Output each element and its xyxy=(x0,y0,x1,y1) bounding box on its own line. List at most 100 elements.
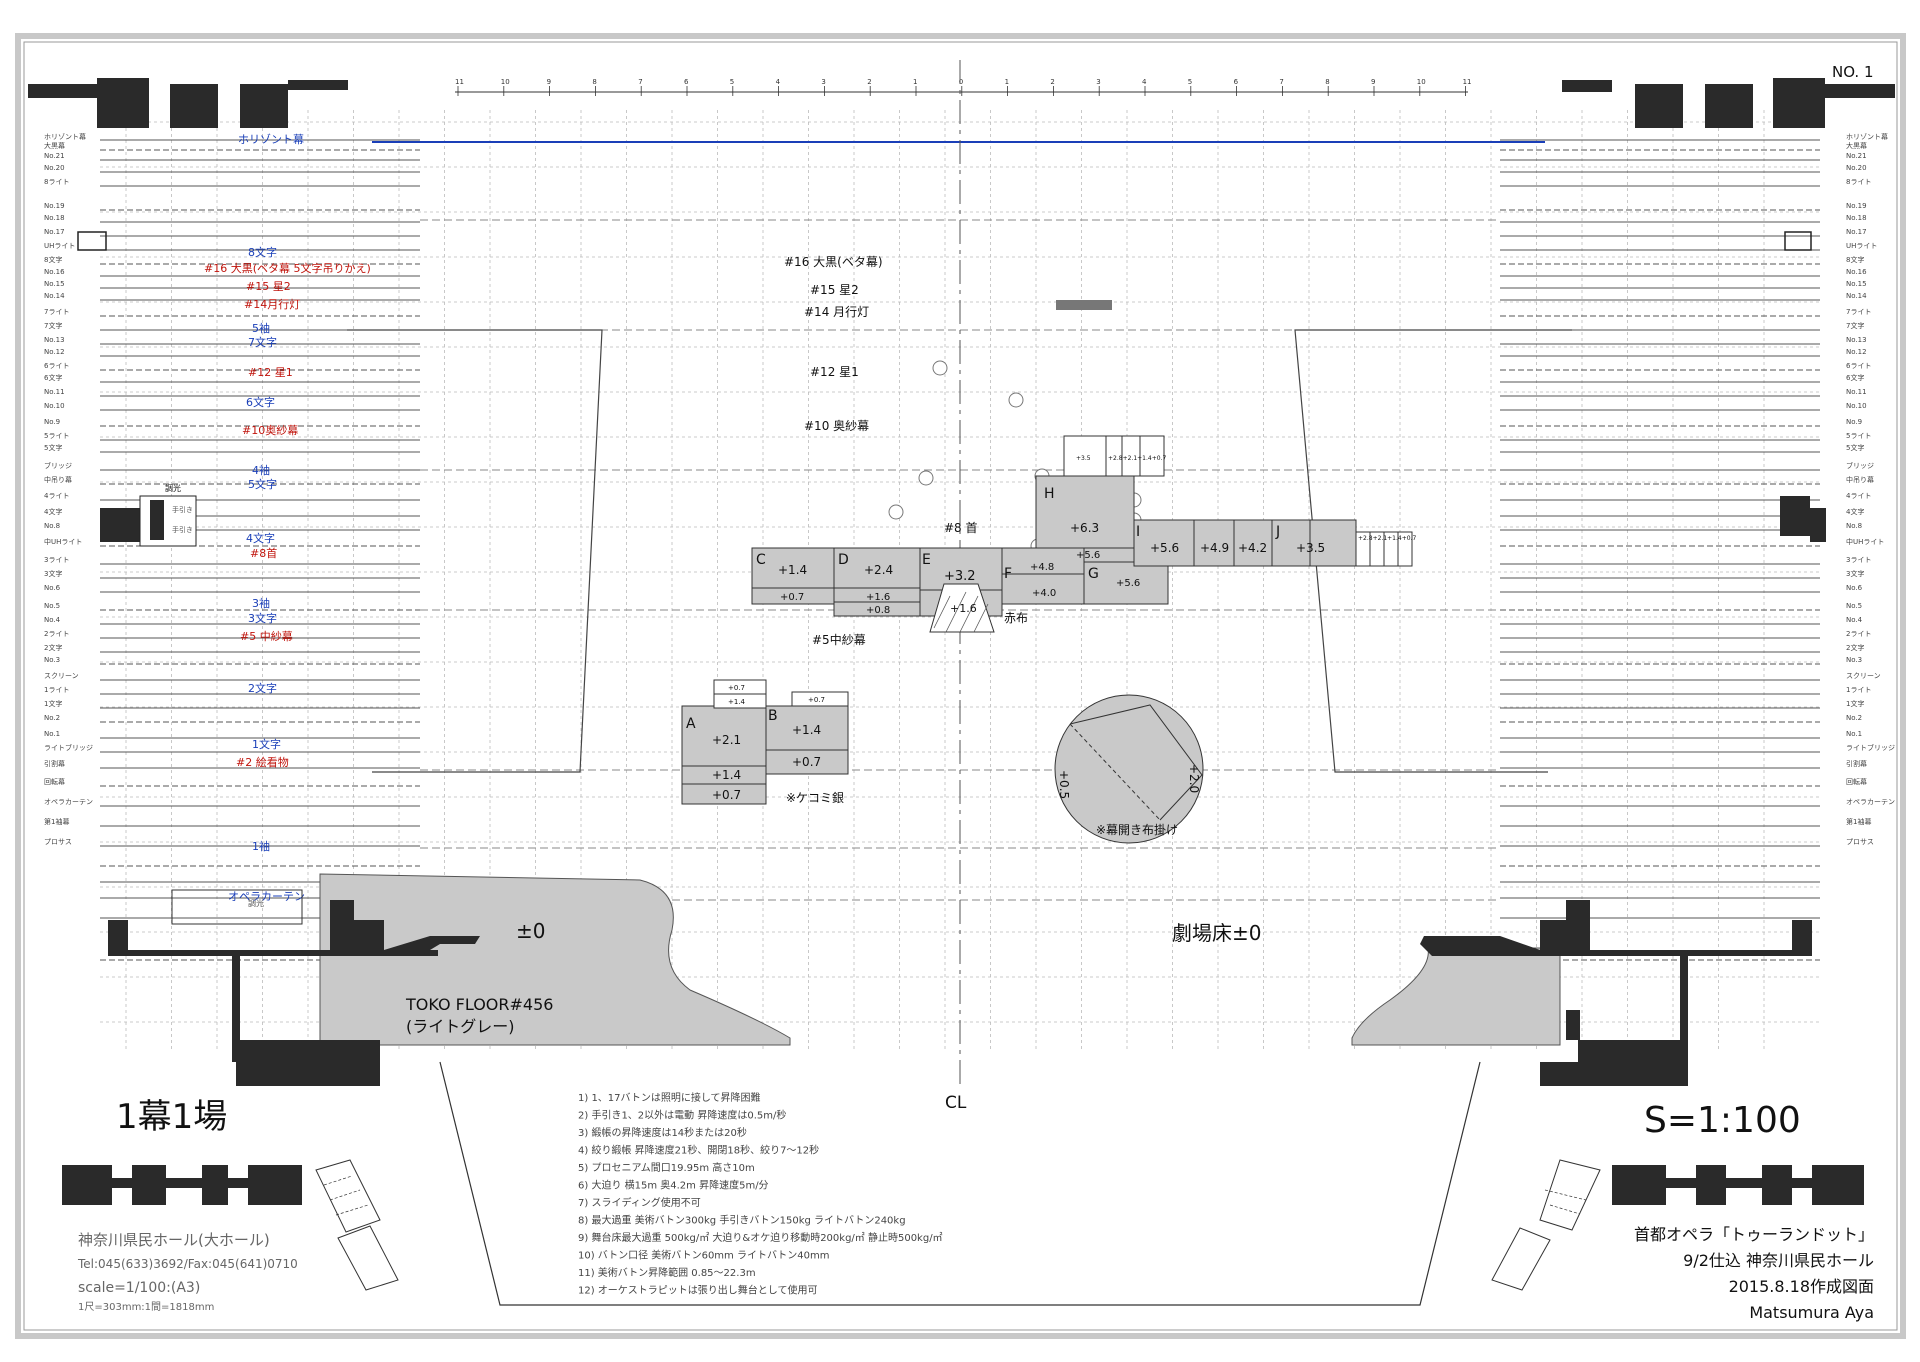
line-name-right: 6文字 xyxy=(1846,373,1864,382)
venue-units: 1尺=303mm:1間=1818mm xyxy=(78,1301,214,1313)
line-name-left: ブリッジ xyxy=(44,461,72,470)
line-name-left: No.14 xyxy=(44,292,65,300)
line-name-right: No.8 xyxy=(1846,522,1862,530)
ruler-label: 1 xyxy=(1005,78,1009,86)
line-name-right: No.10 xyxy=(1846,402,1867,410)
ruler-label: 6 xyxy=(684,78,689,86)
center-label-14: #14 月行灯 xyxy=(804,305,869,319)
venue-block: 神奈川県民ホール(大ホール) Tel:045(633)3692/Fax:045(… xyxy=(77,1231,298,1313)
revolve-note: ※幕開き布掛け xyxy=(1096,822,1178,837)
ruler-label: 5 xyxy=(1188,78,1192,86)
line-name-right: 3文字 xyxy=(1846,569,1864,578)
svg-text:調光: 調光 xyxy=(165,483,181,493)
platform-b-letter: B xyxy=(768,708,778,724)
line-name-left: No.19 xyxy=(44,202,65,210)
line-name-left: 1ライト xyxy=(44,686,69,694)
batten-label: #10奥紗幕 xyxy=(242,423,298,437)
line-name-right: No.2 xyxy=(1846,714,1862,722)
line-name-left: No.18 xyxy=(44,214,65,222)
platform-e xyxy=(919,547,1003,591)
platform-j-h1: +4.9 xyxy=(1200,541,1229,555)
platform-e-low: +1.6 xyxy=(950,602,977,615)
line-name-right: 中吊り幕 xyxy=(1846,475,1874,484)
batten-label: #8首 xyxy=(250,546,277,560)
line-name-right: ブリッジ xyxy=(1846,461,1874,470)
ruler-label: 3 xyxy=(1096,78,1100,86)
batten-label: 7文字 xyxy=(248,335,277,349)
stage-floor xyxy=(319,873,1561,1046)
line-name-left: No.16 xyxy=(44,268,65,276)
line-name-right: No.20 xyxy=(1846,164,1867,172)
line-name-right: No.13 xyxy=(1846,336,1867,344)
line-name-left: No.2 xyxy=(44,714,60,722)
line-name-right: 8ライト xyxy=(1846,178,1871,186)
inner-border xyxy=(23,41,1898,1331)
platform-h-letter: H xyxy=(1044,486,1055,502)
line-name-left: 中吊り幕 xyxy=(44,475,72,484)
line-name-left: No.5 xyxy=(44,602,60,610)
platform-a-letter: A xyxy=(686,716,696,732)
center-label-16: #16 大黒(ベタ幕) xyxy=(784,255,883,269)
line-name-right: No.5 xyxy=(1846,602,1862,610)
title-block: 首都オペラ「トゥーランドット」 9/2仕込 神奈川県民ホール 2015.8.18… xyxy=(1634,1225,1874,1322)
line-name-right: No.17 xyxy=(1846,228,1867,236)
batten-label: #12 星1 xyxy=(248,366,293,379)
note-item: 5) プロセニアム間口19.95m 高さ10m xyxy=(578,1161,755,1174)
line-name-left: No.1 xyxy=(44,730,60,738)
batten-label: #2 絵看物 xyxy=(236,755,289,769)
line-name-left: 2文字 xyxy=(44,643,62,652)
platform-c xyxy=(751,547,835,589)
line-name-right: No.4 xyxy=(1846,616,1863,624)
seat-blocks xyxy=(315,1159,1601,1291)
line-name-right: 5文字 xyxy=(1846,443,1864,452)
scale-big: S=1:100 xyxy=(1644,1100,1801,1141)
platform-a-h4: +1.4 xyxy=(712,768,741,782)
left-line-names: ホリゾント幕大黒幕No.21No.208ライトNo.19No.18No.17UH… xyxy=(44,132,93,846)
batten-label: 6文字 xyxy=(246,395,275,409)
line-name-right: 中UHライト xyxy=(1846,537,1884,546)
line-name-right: プロサス xyxy=(1846,838,1874,846)
line-name-left: No.6 xyxy=(44,584,61,592)
line-name-left: No.11 xyxy=(44,388,65,396)
line-name-right: 7ライト xyxy=(1846,308,1871,316)
opera-curtain-box xyxy=(171,889,303,925)
line-name-left: 1文字 xyxy=(44,699,62,708)
batten-label: 5文字 xyxy=(248,477,277,491)
right-line-names: ホリゾント幕大黒幕No.21No.208ライトNo.19No.18No.17UH… xyxy=(1846,132,1895,846)
sheet-border xyxy=(15,33,1906,1339)
line-name-left: UHライト xyxy=(44,242,75,250)
ruler-label: 8 xyxy=(1325,78,1329,86)
platform-a-h5: +0.7 xyxy=(712,788,741,802)
line-name-left: オペラカーテン xyxy=(44,798,93,806)
batten-label: ホリゾント幕 xyxy=(238,132,304,146)
line-name-left: No.17 xyxy=(44,228,65,236)
line-name-left: No.10 xyxy=(44,402,65,410)
line-name-right: No.19 xyxy=(1846,202,1867,210)
line-name-right: 1文字 xyxy=(1846,699,1864,708)
ruler-label: 4 xyxy=(1142,78,1147,86)
platform-f-h1: +4.8 xyxy=(1030,562,1054,573)
platform-i-h1: +5.6 xyxy=(1150,541,1179,555)
orchestra-pit-outline xyxy=(439,1061,1481,1306)
batten-label: 3袖 xyxy=(252,596,270,610)
ruler-label: 10 xyxy=(501,78,510,86)
line-name-left: 3文字 xyxy=(44,569,62,578)
platform-b-h2: +1.4 xyxy=(792,723,821,737)
line-name-right: No.21 xyxy=(1846,152,1867,160)
line-name-left: No.15 xyxy=(44,280,65,288)
batten-label: 4袖 xyxy=(252,463,270,477)
line-name-right: 4文字 xyxy=(1846,507,1864,516)
batten-label: #14月行灯 xyxy=(244,298,300,311)
platform-a-h2: +1.4 xyxy=(728,698,746,706)
line-name-left: No.12 xyxy=(44,348,65,356)
line-name-right: 4ライト xyxy=(1846,492,1871,500)
ruler-label: 0 xyxy=(959,78,963,86)
note-item: 2) 手引き1、2以外は電動 昇降速度は0.5m/秒 xyxy=(578,1109,786,1122)
ruler-label: 1 xyxy=(913,78,917,86)
line-name-left: 5ライト xyxy=(44,432,69,440)
sheet-number: NO. 1 xyxy=(1832,63,1874,81)
ruler-label: 4 xyxy=(776,78,781,86)
batten-label: 1袖 xyxy=(252,839,270,853)
note-item: 10) バトン口径 美術バトン60mm ライトバトン40mm xyxy=(578,1249,829,1262)
